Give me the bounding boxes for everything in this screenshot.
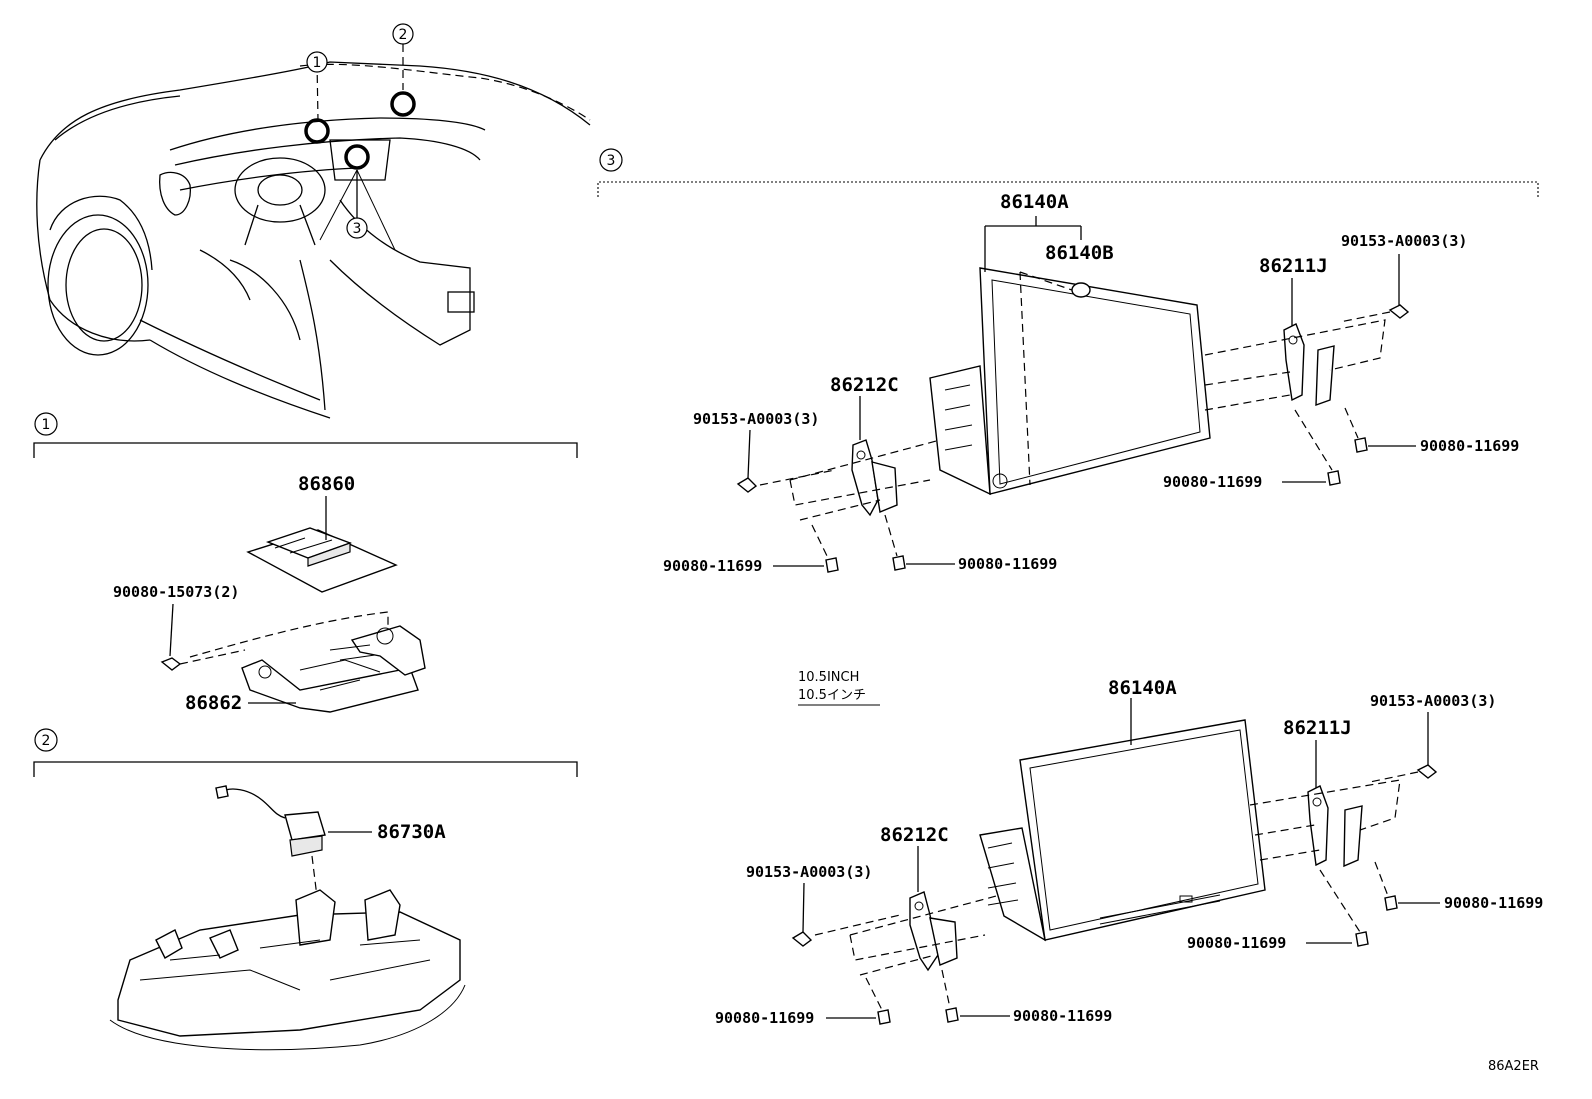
label-90080-upper-right2: 90080-11699 (1163, 473, 1262, 491)
label-86212C-upper: 86212C (830, 374, 899, 396)
bolt-90080-upper-right1 (1344, 407, 1416, 453)
section-1: 1 86860 90080-15073(2) (33, 412, 578, 714)
label-90080-lower-right1: 90080-11699 (1444, 894, 1543, 912)
label-86211J-lower: 86211J (1283, 717, 1352, 739)
callout-3: 3 (346, 217, 368, 239)
callout-1: 1 (306, 51, 328, 73)
label-90080-lower-bc: 90080-11699 (1013, 1007, 1112, 1025)
svg-text:3: 3 (353, 221, 362, 237)
label-90080-lower-bl: 90080-11699 (715, 1009, 814, 1027)
label-86140A-upper: 86140A (1000, 191, 1069, 213)
label-86140A-lower: 86140A (1108, 677, 1177, 699)
bolt-90080-lower-right2 (1306, 869, 1369, 947)
display-86140A-lower (979, 719, 1266, 942)
section-2-marker: 2 (34, 728, 58, 752)
section-3-marker: 3 (599, 148, 623, 172)
label-86860: 86860 (298, 473, 355, 495)
label-90153-upper-left: 90153-A0003(3) (693, 410, 819, 428)
svg-text:10.5INCH: 10.5INCH (798, 670, 859, 685)
section-1-bracket (33, 442, 578, 458)
module-86860 (246, 496, 398, 593)
bolt-90080-upper-bc (884, 514, 955, 571)
label-90080-lower-right2: 90080-11699 (1187, 934, 1286, 952)
svg-text:3: 3 (607, 153, 616, 169)
bolt-90080-upper-bl (773, 524, 839, 573)
label-90153-lower-left: 90153-A0003(3) (746, 863, 872, 881)
diagram-code: 86A2ER (1488, 1059, 1539, 1074)
section-2: 2 86730A (33, 728, 578, 1051)
bracket-86212C-upper (851, 396, 898, 517)
bolt-90080-lower-right1 (1374, 861, 1440, 911)
label-86211J-upper: 86211J (1259, 255, 1328, 277)
section-2-bracket (33, 761, 578, 777)
callout-2: 2 (392, 23, 414, 45)
knob-86140B (1019, 271, 1091, 486)
label-90080-upper-right1: 90080-11699 (1420, 437, 1519, 455)
section-3: 3 86140A 86140B (597, 148, 1543, 1027)
display-86140A-upper (929, 267, 1211, 496)
bracket-86211J-upper (1283, 278, 1335, 407)
bolt-90080-15073 (160, 603, 389, 671)
lower-assembly: 10.5INCH 10.5インチ 86140A (715, 670, 1543, 1027)
overhead-console (109, 889, 466, 1051)
bolt-90153-lower-left (791, 882, 813, 947)
bracket-86212C-lower (909, 846, 958, 972)
bolt-90080-lower-bc (941, 969, 1010, 1023)
upper-assembly: 86140A 86140B 86211J (663, 191, 1519, 575)
bolt-90153-upper-right (1339, 254, 1410, 323)
label-90080-upper-bl: 90080-11699 (663, 557, 762, 575)
bolt-90153-lower-right (1369, 712, 1438, 783)
section-3-bracket (597, 181, 1539, 197)
label-86862: 86862 (185, 692, 242, 714)
svg-text:1: 1 (313, 55, 322, 71)
bolt-90153-upper-left (736, 429, 758, 493)
bolt-90080-upper-right2 (1282, 409, 1341, 486)
label-90153-upper-right: 90153-A0003(3) (1341, 232, 1467, 250)
bolt-90080-lower-bl (826, 977, 891, 1025)
label-90153-lower-right: 90153-A0003(3) (1370, 692, 1496, 710)
label-90080-upper-bc: 90080-11699 (958, 555, 1057, 573)
label-90080-15073: 90080-15073(2) (113, 583, 239, 601)
bracket-86862 (241, 625, 426, 713)
svg-text:2: 2 (42, 733, 51, 749)
section-1-marker: 1 (34, 412, 58, 436)
svg-text:1: 1 (42, 417, 51, 433)
svg-text:2: 2 (399, 27, 408, 43)
label-86730A: 86730A (377, 821, 446, 843)
svg-text:10.5インチ: 10.5インチ (798, 688, 866, 703)
car-interior-illustration: 1 2 3 (36, 23, 591, 419)
size-note: 10.5INCH 10.5インチ (798, 670, 880, 706)
label-86212C-lower: 86212C (880, 824, 949, 846)
label-86140B-upper: 86140B (1045, 242, 1114, 264)
bracket-86211J-lower (1307, 740, 1363, 868)
microphone-86730A (215, 785, 372, 906)
